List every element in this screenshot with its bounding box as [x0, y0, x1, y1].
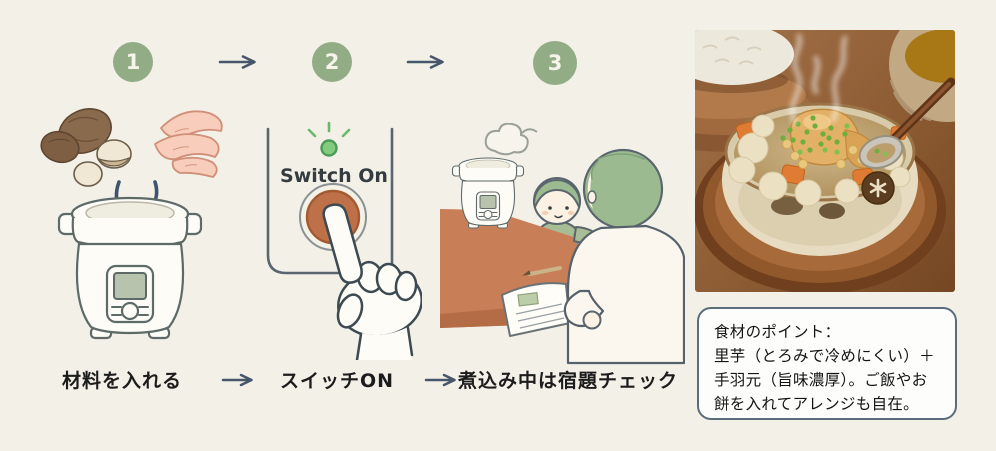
- led-indicator-icon: [307, 121, 351, 157]
- arrow-right-icon: [424, 373, 456, 387]
- pencil-icon: [522, 266, 562, 276]
- arrow-right-icon: [218, 55, 256, 69]
- step-badge-3: 3: [533, 41, 577, 85]
- step1-caption: 材料を入れる: [61, 370, 182, 392]
- spoon-icon: [858, 77, 955, 169]
- taro-icon: [40, 108, 132, 187]
- arrow-right-icon: [221, 373, 253, 387]
- steam-icon: [789, 33, 848, 125]
- step-badge-2: 2: [312, 42, 352, 82]
- step3-homework-illustration: [440, 123, 685, 365]
- steam-icon: [484, 123, 538, 156]
- stew-photo-illustration: [695, 30, 955, 292]
- shiitake-mushroom: [861, 171, 895, 205]
- note-line-2: 里芋（とろみで冷めにくい）＋: [714, 347, 935, 366]
- step-badge-1: 1: [113, 42, 153, 82]
- step2-switch-illustration: Switch On: [266, 121, 422, 360]
- ingredient-note-box: 食材のポイント： 里芋（とろみで冷めにくい）＋ 手羽元（旨味濃厚）。ご飯やお 餅…: [697, 307, 957, 420]
- note-line-1: 食材のポイント：: [714, 323, 841, 341]
- adult-icon: [563, 148, 685, 365]
- pressing-hand-icon: [322, 203, 422, 360]
- switch-on-label: Switch On: [280, 165, 388, 187]
- switch-panel-outline: [266, 127, 394, 275]
- pressure-cooker-icon: [57, 196, 203, 340]
- arrow-right-icon: [406, 55, 444, 69]
- step2-caption: スイッチON: [279, 370, 395, 392]
- step3-caption: 煮込み中は宿題チェック: [457, 370, 678, 392]
- chicken-wings-icon: [154, 110, 223, 178]
- chicken-taro-stew-photo: [695, 30, 955, 292]
- step1-ingredients-illustration: [40, 108, 223, 340]
- green-peas: [780, 115, 850, 155]
- note-line-3: 手羽元（旨味濃厚）。ご飯やお: [714, 371, 928, 390]
- note-line-4: 餅を入れてアレンジも自在。: [714, 395, 919, 414]
